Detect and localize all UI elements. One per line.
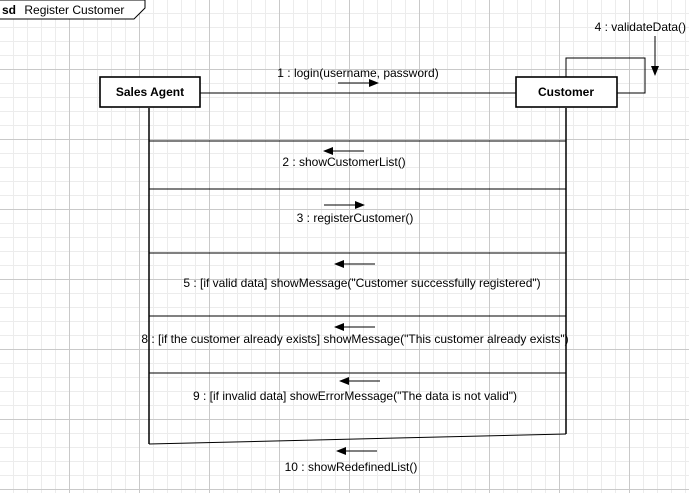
message-lines xyxy=(148,140,567,445)
message-label-4: 4 : validateData() xyxy=(595,20,686,34)
lifeline-label-sales-agent: Sales Agent xyxy=(116,85,184,99)
message-label-3: 3 : registerCustomer() xyxy=(297,211,414,225)
message-label-10: 10 : showRedefinedList() xyxy=(285,460,418,474)
message-label-9: 9 : [if invalid data] showErrorMessage("… xyxy=(193,389,517,403)
message-label-2: 2 : showCustomerList() xyxy=(282,155,405,169)
lifeline-head-sales-agent[interactable] xyxy=(99,76,201,108)
lifeline-label-customer: Customer xyxy=(538,85,594,99)
self-message-loop xyxy=(565,57,646,94)
message-label-1: 1 : login(username, password) xyxy=(277,66,438,80)
message-arrows xyxy=(323,36,659,455)
message-labels: 1 : login(username, password) 2 : showCu… xyxy=(141,20,686,474)
frame-keyword: sd xyxy=(2,3,16,17)
lifeline-customer[interactable]: Customer xyxy=(515,76,618,434)
message-line xyxy=(148,433,567,445)
lifeline-sales-agent[interactable]: Sales Agent xyxy=(99,76,201,444)
frame-name: Register Customer xyxy=(24,3,124,17)
frame-tab: sd Register Customer xyxy=(0,0,146,20)
svg-text:sd Register Customer: sd Register Customer xyxy=(2,3,124,17)
message-label-8: 8 : [if the customer already exists] sho… xyxy=(141,332,568,346)
message-label-5: 5 : [if valid data] showMessage("Custome… xyxy=(183,276,540,290)
